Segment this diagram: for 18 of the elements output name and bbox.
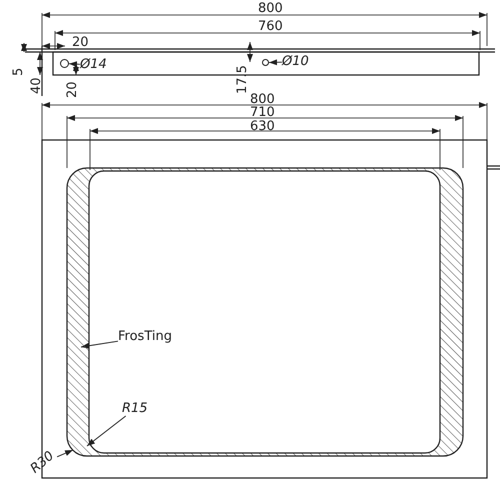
hole-diameter: Ø10	[282, 55, 309, 69]
dimension-value: 20	[66, 81, 80, 98]
mounting-hole	[262, 59, 269, 66]
dimension-value: 630	[250, 120, 275, 134]
radius-label: R15	[122, 402, 148, 416]
dimension-value: 40	[30, 77, 44, 94]
leader-line	[56, 450, 74, 458]
mounting-hole	[60, 59, 69, 68]
dimension-value: 20	[72, 36, 89, 50]
leader-line	[68, 61, 80, 68]
dimension-value: 17.5	[236, 65, 250, 94]
dimension-value: 760	[258, 20, 283, 34]
dimension-value: 800	[250, 93, 275, 107]
dimension-value: 800	[258, 2, 283, 16]
hole-diameter: Ø14	[80, 58, 107, 72]
dimension-value: 710	[250, 106, 275, 120]
dimension-value: 5	[12, 68, 26, 76]
leader-line	[268, 59, 282, 66]
